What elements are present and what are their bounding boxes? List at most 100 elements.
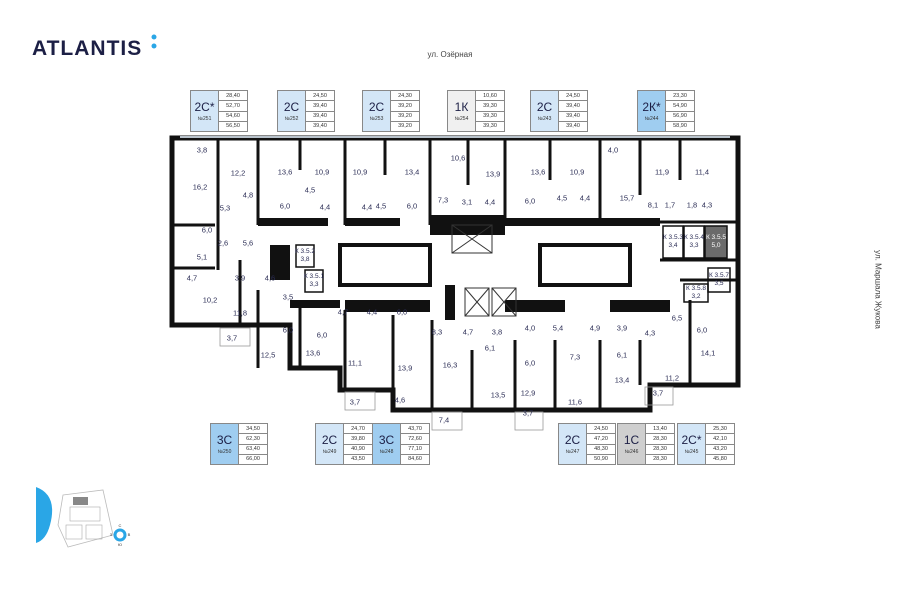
room-area-label: 3,7 [226, 333, 238, 343]
apartment-type: 3С [216, 432, 233, 447]
area-value: 39,40 [306, 112, 334, 122]
storage-area: 5,0 [711, 242, 721, 249]
room-area-label: 3,9 [234, 273, 246, 283]
storage-code: К 3.5.1 [303, 273, 325, 280]
apartment-type: 1К [454, 99, 469, 114]
area-value: 28,40 [219, 91, 247, 102]
area-value: 40,90 [344, 445, 372, 455]
area-value: 72,60 [401, 434, 429, 445]
room-area-label: 4,3 [644, 328, 656, 338]
area-value: 39,40 [306, 101, 334, 112]
apartment-number: №247 [565, 448, 580, 455]
room-area-label: 11,4 [694, 167, 710, 177]
area-value: 28,30 [646, 434, 674, 445]
room-area-label: 3,5 [282, 292, 294, 302]
area-value: 39,20 [398, 123, 412, 130]
area-value: 23,30 [666, 91, 694, 102]
room-area-label: 13,6 [530, 167, 546, 177]
apartment-type: 2С [321, 432, 338, 447]
area-value: 62,30 [239, 434, 267, 445]
stairwells [338, 243, 632, 287]
storage-area: 3,8 [300, 256, 310, 263]
apartment-type: 2К* [642, 99, 661, 114]
area-value: 54,60 [219, 112, 247, 122]
compass-icon [113, 528, 127, 542]
apartment-type: 2С [536, 99, 553, 114]
room-area-label: 10,9 [569, 167, 585, 177]
room-area-label: 11,9 [654, 167, 670, 177]
area-value: 56,90 [666, 112, 694, 122]
room-area-label: 5,1 [196, 252, 208, 262]
storage-area: 3,4 [668, 242, 678, 249]
apartment-number: №248 [379, 448, 394, 455]
apartment-number: №250 [217, 448, 232, 455]
room-area-label: 11,6 [567, 397, 583, 407]
storage-area: 3,3 [689, 242, 699, 249]
apartment-number: №246 [624, 448, 639, 455]
apartment-number: №245 [684, 448, 699, 455]
storage-area: 3,3 [309, 281, 319, 288]
room-area-label: 13,4 [404, 167, 420, 177]
room-area-label: 5,4 [552, 323, 564, 333]
room-area-label: 4,3 [701, 200, 713, 210]
room-area-label: 7,3 [569, 352, 581, 362]
room-area-label: 6,0 [524, 196, 536, 206]
area-value: 77,10 [401, 445, 429, 455]
area-value: 25,30 [706, 424, 734, 435]
room-area-label: 6,0 [524, 358, 536, 368]
room-area-label: 3,7 [652, 388, 664, 398]
room-area-label: 4,0 [524, 323, 536, 333]
room-area-label: 6,0 [396, 307, 408, 317]
area-value: 24,50 [306, 91, 334, 102]
room-area-label: 6,0 [696, 325, 708, 335]
room-area-label: 5,6 [242, 238, 254, 248]
room-area-label: 4,7 [462, 327, 474, 337]
room-area-label: 6,5 [671, 313, 683, 323]
apartment-type: 2С [564, 432, 581, 447]
apartment-number: №254 [454, 115, 469, 122]
room-area-label: 4,4 [484, 197, 496, 207]
room-area-label: 6,0 [282, 325, 294, 335]
area-value: 39,40 [559, 101, 587, 112]
room-area-label: 3,8 [196, 145, 208, 155]
area-value: 13,40 [646, 424, 674, 435]
room-area-label: 4,0 [607, 145, 619, 155]
room-area-label: 12,2 [230, 168, 246, 178]
site-minimap[interactable]: С Ю З В [28, 485, 138, 555]
room-area-label: 13,4 [614, 375, 630, 385]
area-value: 58,90 [673, 123, 687, 130]
apartment-type: 1С [623, 432, 640, 447]
room-area-label: 4,7 [186, 273, 198, 283]
area-value: 43,20 [706, 445, 734, 455]
